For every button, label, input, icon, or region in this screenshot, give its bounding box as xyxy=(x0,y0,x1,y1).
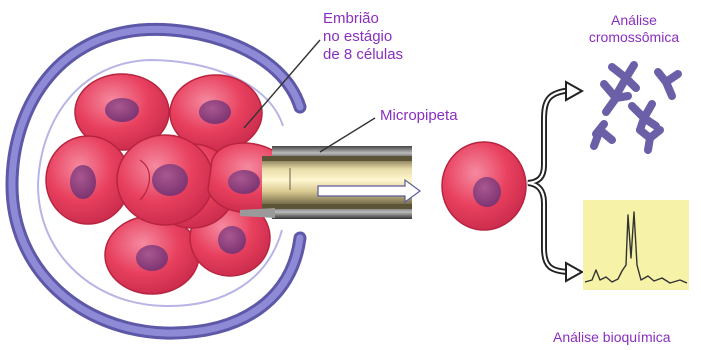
chromosomes xyxy=(594,65,678,150)
embryo-label-line: Embrião xyxy=(323,10,423,28)
micropipette xyxy=(240,146,412,219)
micropipette-label: Micropipeta xyxy=(380,107,458,125)
chromosomal-analysis-label-line: cromossômica xyxy=(570,29,698,46)
biochemical-analysis-label: Análise bioquímica xyxy=(553,328,671,346)
extracted-blastomere xyxy=(442,142,526,230)
curly-brace xyxy=(528,82,582,281)
chromosomal-analysis-label: Análise cromossômica xyxy=(570,12,698,46)
embryo-label-line: no estágio xyxy=(323,28,423,46)
embryo-cell xyxy=(117,135,213,225)
embryo-label-line: de 8 células xyxy=(323,46,423,64)
chromosomal-analysis-label-line: Análise xyxy=(570,12,698,29)
biochemical-chart xyxy=(583,200,689,290)
embryo-label: Embrião no estágio de 8 células xyxy=(323,10,423,64)
